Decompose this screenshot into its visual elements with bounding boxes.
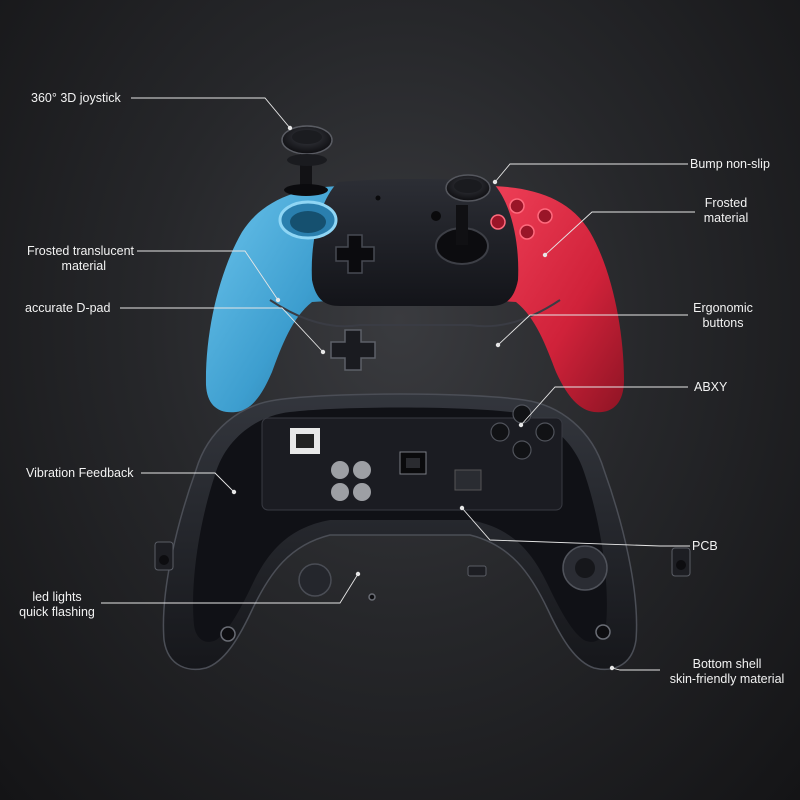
label-dpad: accurate D-pad — [25, 301, 110, 316]
label-frosted: Frosted material — [697, 196, 755, 226]
label-pcb-text: PCB — [692, 539, 718, 553]
label-abxy: ABXY — [694, 380, 727, 395]
label-bump-text: Bump non-slip — [690, 157, 770, 171]
side-part-right — [671, 547, 691, 577]
label-bump: Bump non-slip — [690, 157, 770, 172]
label-led: led lights quick flashing — [12, 590, 102, 620]
label-abxy-text: ABXY — [694, 380, 728, 394]
label-ergonomic-line2: buttons — [702, 316, 744, 330]
label-bottom-line1: Bottom shell — [692, 657, 762, 671]
label-bottom-shell: Bottom shell skin-friendly material — [660, 657, 794, 687]
label-vibration-text: Vibration Feedback — [26, 466, 134, 480]
red-grip — [485, 186, 624, 413]
label-ergonomic: Ergonomic buttons — [690, 301, 756, 331]
label-translucent: Frosted translucent material — [10, 244, 134, 274]
label-translucent-line2: material — [61, 259, 106, 273]
label-led-line2: quick flashing — [19, 605, 95, 619]
label-frosted-line1: Frosted — [704, 196, 748, 210]
floating-dpad — [330, 329, 376, 371]
label-bottom-line2: skin-friendly material — [669, 672, 785, 686]
side-part-left — [154, 541, 174, 571]
label-frosted-line2: material — [703, 211, 749, 225]
label-led-line1: led lights — [32, 590, 82, 604]
label-vibration: Vibration Feedback — [26, 466, 133, 481]
label-joystick-text: 360° 3D joystick — [31, 91, 121, 105]
label-translucent-line1: Frosted translucent — [27, 244, 134, 258]
floating-joystick — [281, 125, 333, 196]
led-part-right — [467, 565, 487, 577]
blue-grip — [205, 186, 345, 413]
label-dpad-text: accurate D-pad — [25, 301, 111, 315]
left-motor — [298, 563, 332, 597]
label-joystick: 360° 3D joystick — [31, 91, 121, 106]
label-pcb: PCB — [692, 539, 718, 554]
label-ergonomic-line1: Ergonomic — [693, 301, 753, 315]
